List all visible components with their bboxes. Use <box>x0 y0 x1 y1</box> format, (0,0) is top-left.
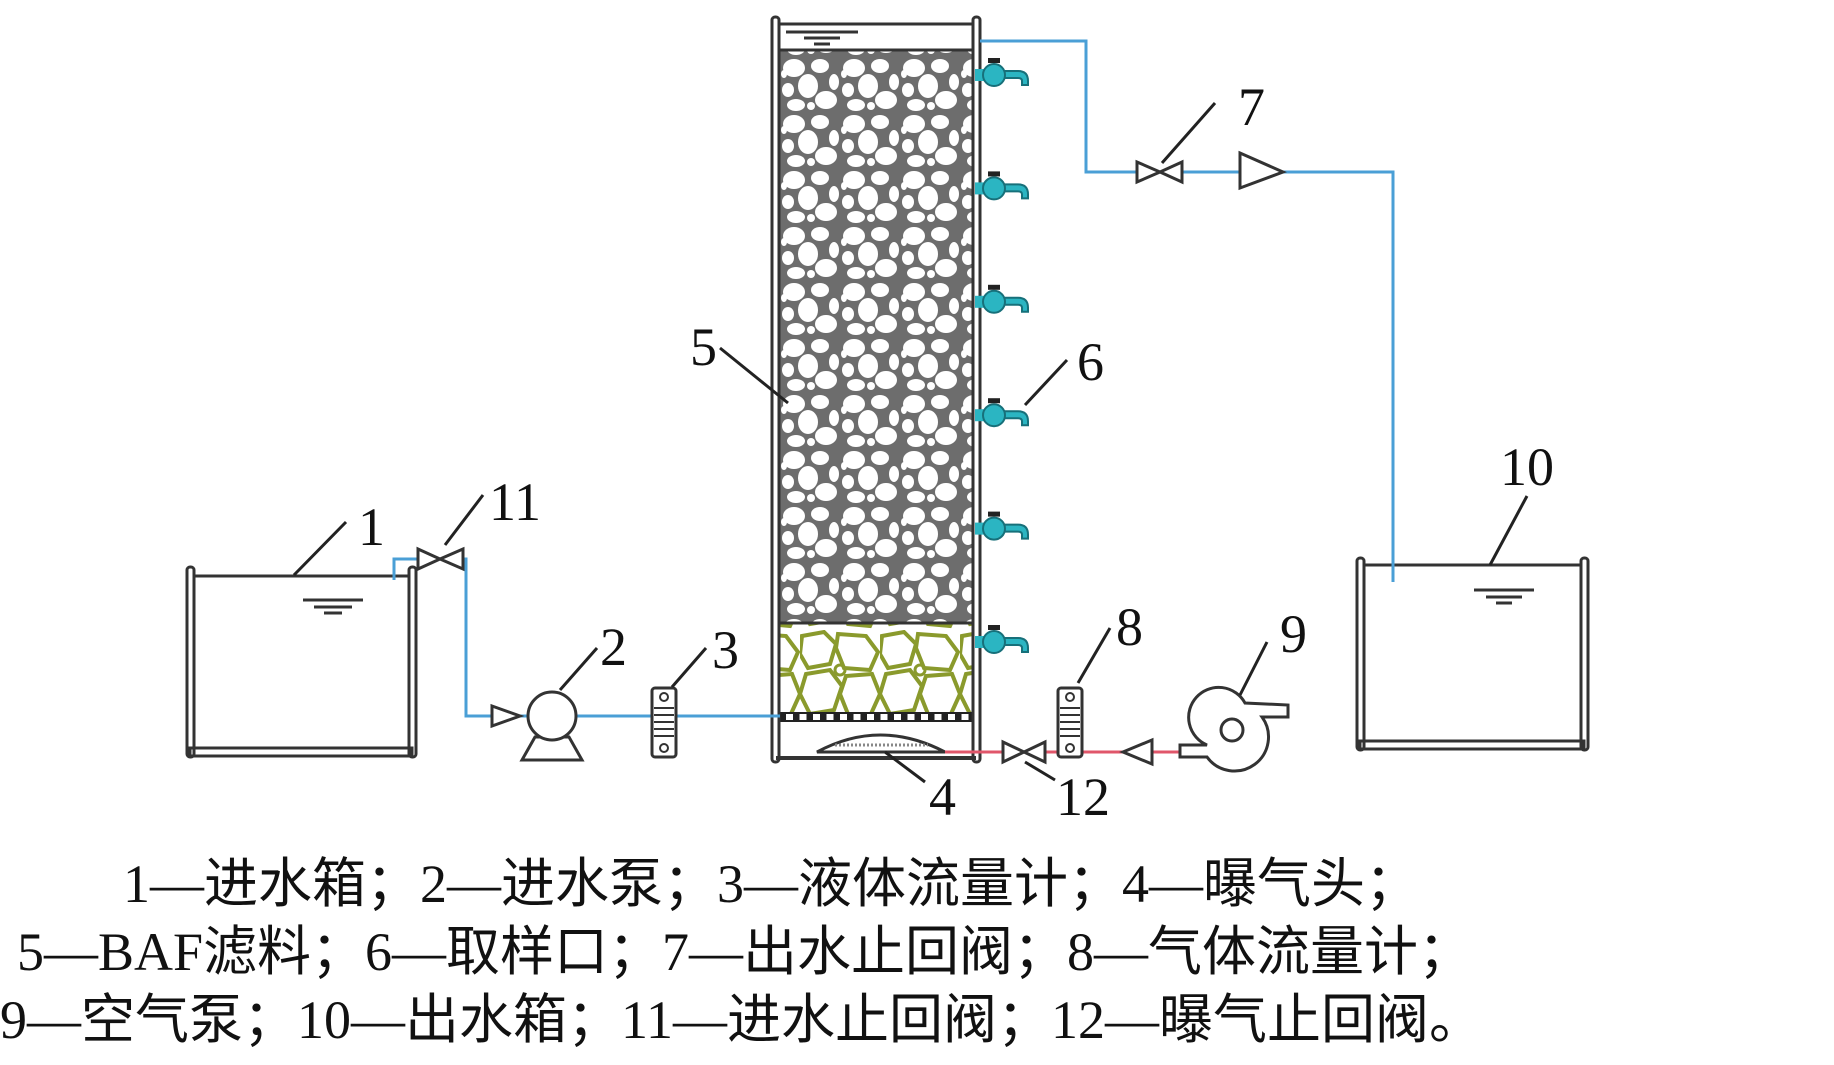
label-4: 4 <box>929 767 956 827</box>
liquid-flowmeter <box>650 686 678 759</box>
label-2: 2 <box>600 617 627 677</box>
water-level-icon <box>303 598 363 615</box>
label-3: 3 <box>712 620 739 680</box>
label-7: 7 <box>1238 77 1265 137</box>
inflow-tank <box>185 565 418 759</box>
inlet-pump <box>519 690 585 762</box>
sampling-port-icon <box>975 284 1029 314</box>
plate-hole <box>853 714 861 720</box>
plate-hole <box>813 714 820 720</box>
label-6: 6 <box>1077 332 1104 392</box>
water-level-icon <box>786 30 858 46</box>
plate-hole <box>894 714 901 720</box>
sampling-ports <box>975 58 1029 654</box>
aeration-check-valve <box>1001 739 1047 765</box>
check-valve-icon <box>490 703 525 729</box>
label-10: 10 <box>1500 437 1554 497</box>
outflow-tank <box>1355 556 1590 752</box>
plate-hole <box>840 714 847 720</box>
label-8: 8 <box>1116 597 1143 657</box>
plate-hole <box>948 714 955 720</box>
gas-flowmeter <box>1056 686 1084 759</box>
baf-filter-media <box>780 50 972 623</box>
sampling-port-icon <box>975 171 1029 201</box>
caption-line-2: 5—BAF滤料；6—取样口；7—出水止回阀；8—气体流量计； <box>17 922 1473 982</box>
plate-hole <box>961 714 969 720</box>
label-1: 1 <box>358 497 385 557</box>
label-5: 5 <box>690 317 717 377</box>
sampling-port-icon <box>975 511 1029 541</box>
plate-hole <box>880 714 888 720</box>
check-valve-icon <box>1238 150 1287 191</box>
sampling-port-icon <box>975 58 1029 87</box>
plate-hole <box>799 714 807 720</box>
plate-hole <box>907 714 915 720</box>
label-11: 11 <box>489 472 541 532</box>
outlet-check-valve <box>1135 159 1184 185</box>
water-level-icon <box>1474 588 1534 605</box>
aerator-head <box>816 733 946 754</box>
caption-line-1: 1—进水箱；2—进水泵；3—液体流量计；4—曝气头； <box>123 854 1419 914</box>
leader-lines <box>292 102 1529 784</box>
label-12: 12 <box>1056 767 1110 827</box>
inlet-check-valve <box>416 546 465 572</box>
caption-line-3: 9—空气泵；10—出水箱；11—进水止回阀；12—曝气止回阀。 <box>0 990 1483 1050</box>
baf-column <box>770 15 982 764</box>
plate-hole <box>934 714 942 720</box>
support-plate <box>780 712 972 722</box>
label-9: 9 <box>1280 604 1307 664</box>
plate-hole <box>786 714 793 720</box>
sampling-port-icon <box>975 398 1029 428</box>
plate-hole <box>826 714 834 720</box>
check-valve-icon <box>1119 737 1154 767</box>
plate-hole <box>921 714 928 720</box>
air-pump <box>1178 685 1290 773</box>
sampling-port-icon <box>975 625 1029 654</box>
support-gravel-layer <box>780 623 972 712</box>
plate-hole <box>867 714 874 720</box>
